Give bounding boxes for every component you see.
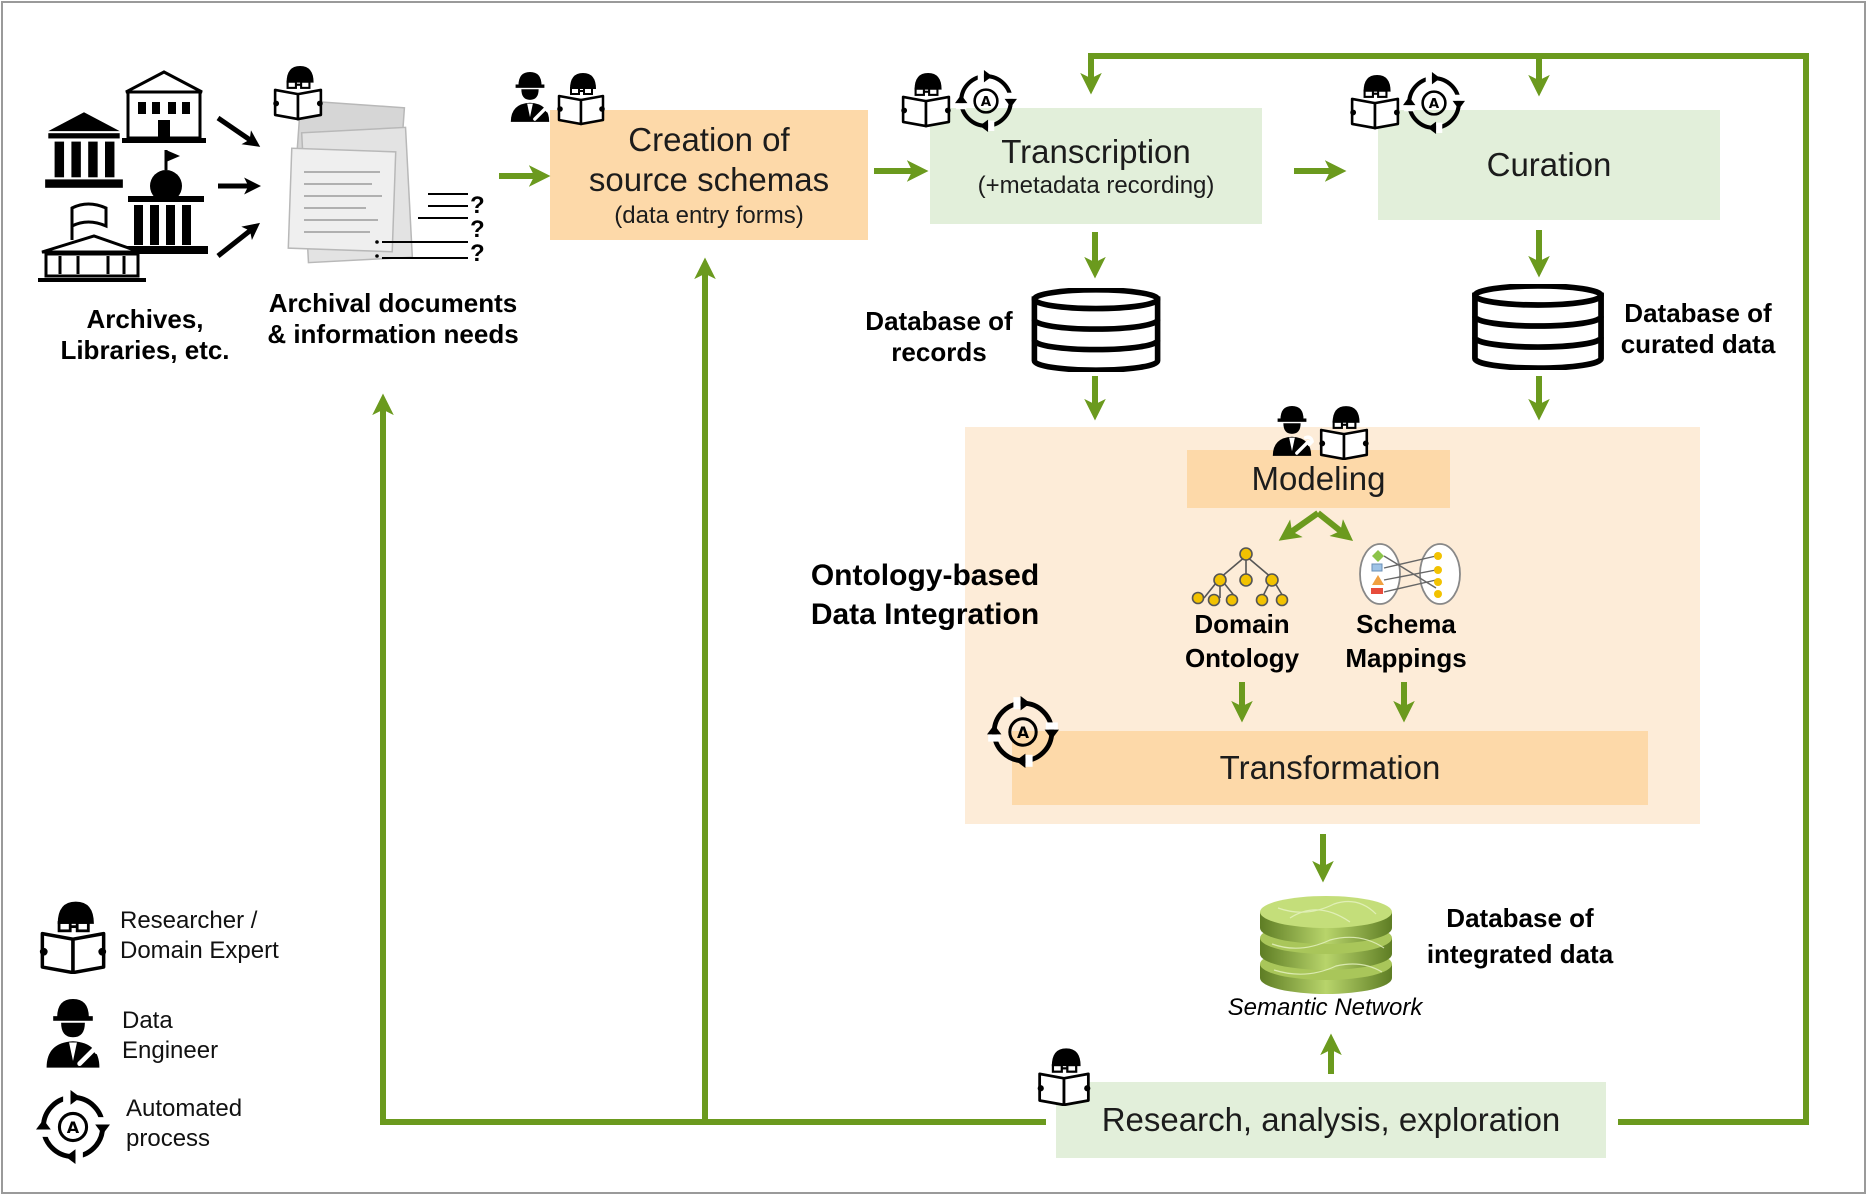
question-mark: ? <box>470 240 485 267</box>
building-icon <box>124 150 208 254</box>
semantic-network-icon <box>1260 896 1392 994</box>
records-db-label-line2: records <box>891 337 987 368</box>
transformation-box: Transformation <box>1012 731 1648 805</box>
creation-subtitle: (data entry forms) <box>614 201 804 229</box>
documents-label: Archival documents & information needs <box>258 288 528 350</box>
integration-label-line1: Ontology-based <box>810 559 1040 592</box>
feedback-loop-to-documents <box>372 393 1046 1125</box>
data-engineer-icon <box>47 999 101 1068</box>
research-analysis-exploration-box: Research, analysis, exploration <box>1056 1082 1606 1158</box>
question-mark: ? <box>470 216 485 243</box>
modeling-box: Modeling <box>1187 450 1450 508</box>
legend-engineer-line1: Data <box>122 1007 173 1034</box>
feedback-loop-to-transcription <box>1080 53 1809 1125</box>
schema-mappings-line1: Schema <box>1356 609 1456 639</box>
creation-line1: Creation of <box>628 121 790 159</box>
building-icon <box>122 70 206 143</box>
curation-title: Curation <box>1486 146 1612 183</box>
legend-automated-line1: Automated <box>126 1095 243 1122</box>
researcher-icon <box>900 71 952 128</box>
researcher-icon <box>38 899 108 974</box>
database-icon <box>1034 290 1157 370</box>
transcription-title: Transcription <box>1001 133 1191 171</box>
automated-process-icon <box>1403 72 1465 134</box>
legend-engineer-label: Data Engineer <box>122 1006 218 1066</box>
sources-label: Archives, Libraries, etc. <box>40 304 250 366</box>
researcher-icon <box>1036 1047 1092 1106</box>
modeling-title: Modeling <box>1251 460 1386 497</box>
curated-db-label: Database of curated data <box>1614 298 1782 360</box>
question-mark: ? <box>470 192 485 219</box>
integration-label: Ontology-based Data Integration <box>770 556 1080 634</box>
integrated-db-label-line2: integrated data <box>1426 939 1614 970</box>
arrow-source-bottom <box>216 222 261 258</box>
schema-mappings-line2: Mappings <box>1345 642 1467 673</box>
integration-label-line2: Data Integration <box>810 598 1040 631</box>
arrow-source-top <box>216 115 261 147</box>
automated-process-icon <box>36 1090 110 1164</box>
creation-line2: source schemas <box>588 161 830 198</box>
legend-automated-line2: process <box>126 1125 211 1152</box>
building-icon <box>45 112 123 188</box>
research-title: Research, analysis, exploration <box>1101 1101 1561 1138</box>
ontology-tree-icon <box>1191 547 1289 607</box>
arrow-modeling-to-ontology <box>1278 510 1320 541</box>
integrated-db-label-line1: Database of <box>1446 903 1594 933</box>
legend-researcher-label: Researcher / Domain Expert <box>120 906 279 966</box>
building-icon <box>38 202 146 282</box>
integrated-db-label: Database of integrated data <box>1410 900 1630 973</box>
arrow-modeling-to-mappings <box>1316 510 1354 542</box>
semantic-network-caption: Semantic Network <box>1227 994 1423 1021</box>
schema-mappings-label: Schema Mappings <box>1336 608 1476 676</box>
domain-ontology-label: Domain Ontology <box>1172 608 1312 676</box>
automated-process-icon <box>987 696 1059 768</box>
records-db-label-line1: Database of <box>865 306 1013 336</box>
sources-label-line2: Libraries, etc. <box>60 335 230 366</box>
documents-label-line2: & information needs <box>267 319 519 350</box>
researcher-icon <box>1318 404 1370 460</box>
process-arrows <box>372 53 1809 1125</box>
domain-ontology-line2: Ontology <box>1184 642 1300 673</box>
data-engineer-icon <box>1271 404 1314 458</box>
documents-label-line1: Archival documents <box>268 288 518 318</box>
database-icon <box>1475 286 1601 368</box>
legend-researcher-line2: Domain Expert <box>120 937 279 964</box>
researcher-icon <box>272 64 324 121</box>
transformation-title: Transformation <box>1219 749 1441 786</box>
domain-ontology-line1: Domain <box>1194 609 1290 639</box>
researcher-icon <box>556 71 606 126</box>
curated-db-label-line2: curated data <box>1620 329 1776 360</box>
records-db-label: Database of records <box>855 306 1023 368</box>
data-engineer-icon <box>509 70 552 124</box>
sources-label-line1: Archives, <box>86 304 204 334</box>
creation-of-source-schemas-box: Creation of source schemas (data entry f… <box>550 110 868 240</box>
legend-engineer-line2: Engineer <box>122 1037 219 1064</box>
curation-box: Curation <box>1378 110 1720 220</box>
researcher-icon <box>1349 73 1401 130</box>
transcription-subtitle: (+metadata recording) <box>977 171 1215 199</box>
curated-db-label-line1: Database of <box>1624 298 1772 328</box>
schema-mapping-icon <box>1359 543 1461 605</box>
legend-researcher-line1: Researcher / <box>120 907 258 934</box>
legend-automated-label: Automated process <box>126 1094 242 1154</box>
document-stack-icon <box>287 99 468 264</box>
automated-process-icon <box>955 70 1017 132</box>
institution-buildings <box>38 70 208 282</box>
source-arrows <box>216 115 262 258</box>
